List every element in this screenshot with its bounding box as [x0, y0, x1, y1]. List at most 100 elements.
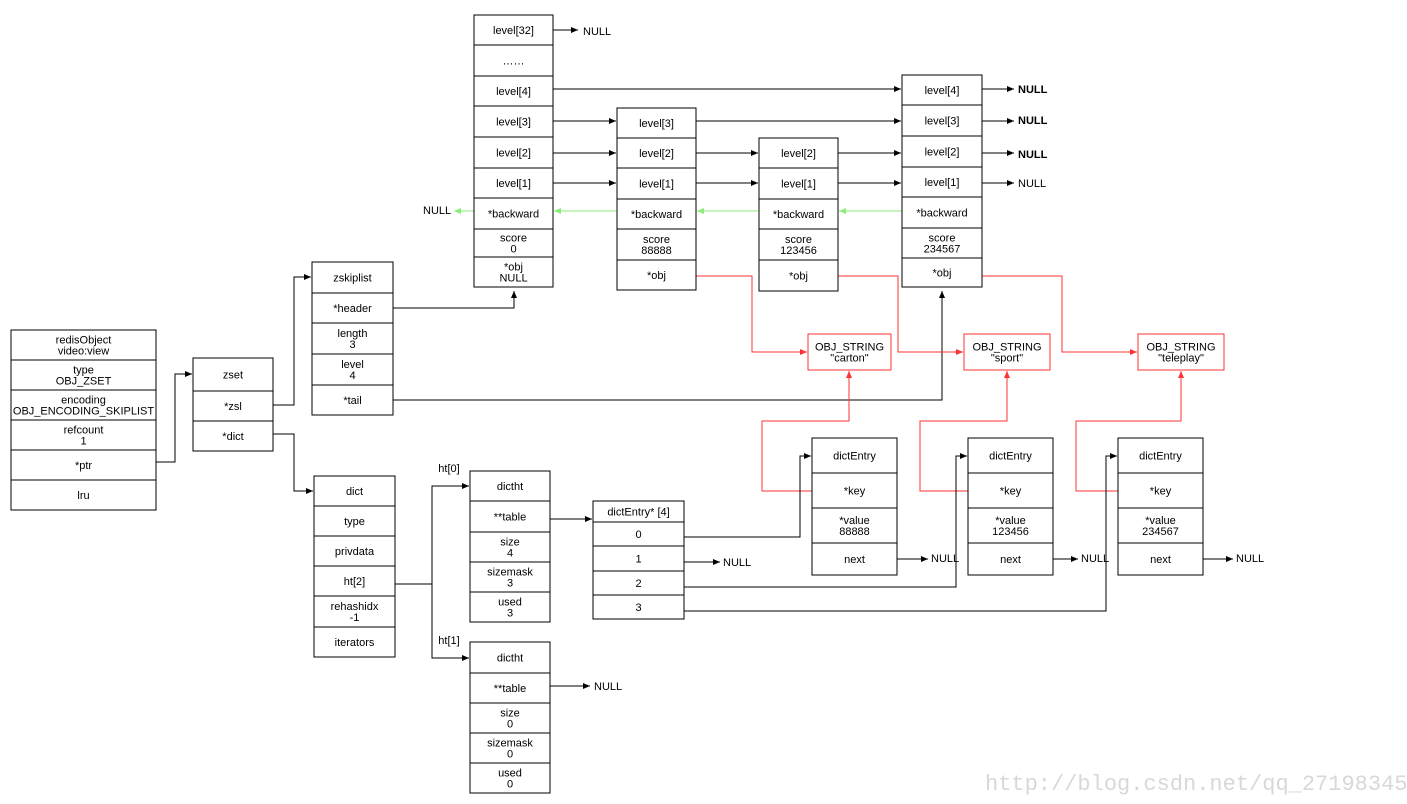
- skiplist-node-88888-cell-level-1: [616, 167, 697, 200]
- skiplist-node-123456-text-obj: *obj: [789, 271, 808, 283]
- null-entry2-next: NULL: [1081, 553, 1109, 565]
- skiplist-header-node-cell-level-1: [473, 167, 554, 199]
- dict-entry-88888-cell-key: [811, 472, 898, 509]
- zset-box-cell-dict: [192, 420, 274, 452]
- ht0-arrow: [395, 483, 469, 585]
- dict-table-box-text-dictentry-4: dictEntry* [4]: [607, 507, 669, 519]
- ht0-dictht-box-cell-used: [469, 591, 551, 623]
- node1-obj-arrow: [696, 275, 807, 355]
- zset-box-text-dict: *dict: [222, 431, 243, 443]
- skiplist-node-123456-text-level-1: level[1]: [781, 179, 816, 191]
- skiplist-header-node-cell-cell: [473, 44, 554, 77]
- dict-table-box-cell-3: [592, 594, 685, 620]
- dict-entry-123456-text-dictentry: dictEntry: [989, 451, 1032, 463]
- dict-box-cell-privdata: [313, 535, 396, 567]
- node3-obj-arrow: [982, 275, 1137, 355]
- ht0-dictht-box-text-table: **table: [494, 512, 526, 524]
- ht0-label: ht[0]: [438, 463, 459, 475]
- ht1-dictht-box-cell-used: [469, 762, 551, 794]
- skiplist-node-88888-cell-obj: [616, 259, 697, 291]
- ht1-dictht-box-cell-size: [469, 702, 551, 734]
- dict-entry-88888-text-key: *key: [844, 486, 866, 498]
- skiplist-node-88888-text-backward: *backward: [631, 209, 682, 221]
- skiplist-header-node-text-level-1: level[1]: [496, 178, 531, 190]
- null-level1: NULL: [1018, 178, 1046, 190]
- skiplist-node-234567-text-level-4: level[4]: [925, 85, 960, 97]
- skiplist-node-123456-text-level-2: level[2]: [781, 148, 816, 160]
- null-level2: NULL: [1018, 149, 1048, 161]
- connector-lines: [156, 27, 1233, 689]
- entry1-key-arrow: [761, 371, 852, 492]
- null-entry1-next: NULL: [931, 553, 959, 565]
- null-level32: NULL: [583, 26, 611, 38]
- skiplist-header-node-text-level-2: level[2]: [496, 148, 531, 160]
- skiplist-node-88888-text-level-2: level[2]: [639, 148, 674, 160]
- skiplist-header-node-cell-level-2: [473, 136, 554, 169]
- zset-box-text-zset: zset: [223, 370, 243, 382]
- watermark: http://blog.csdn.net/qq_27198345: [985, 772, 1407, 797]
- null-level3: NULL: [1018, 115, 1048, 127]
- skiplist-header-node-cell-level-32: [473, 14, 554, 46]
- skiplist-node-88888-text-obj: *obj: [647, 270, 666, 282]
- zset-box-cell-zsl: [192, 390, 274, 422]
- dict-entry-234567-text-next: next: [1150, 554, 1171, 566]
- dict-table-box-cell-1: [592, 545, 685, 572]
- skiplist-node-88888-cell-score: [616, 228, 697, 261]
- skiplist-header-node-cell-score: [473, 228, 554, 258]
- skiplist-node-234567-cell-level-1: [901, 166, 983, 198]
- zsl-to-zskiplist-arrow: [273, 274, 311, 406]
- dict-box-text-dict: dict: [346, 486, 363, 498]
- obj-string-carton: OBJ_STRING"carton": [807, 333, 892, 371]
- dict-entry-234567-text-key: *key: [1150, 486, 1172, 498]
- dict-table-box-text-0: 0: [635, 529, 641, 541]
- obj-string-teleplay: OBJ_STRING"teleplay": [1137, 333, 1225, 371]
- skiplist-node-123456-cell-level-2: [758, 137, 839, 169]
- skiplist-header-node: level[32]……level[4]level[3]level[2]level…: [473, 14, 554, 288]
- zskiplist-box-cell-header: [311, 292, 394, 324]
- dict-entry-123456-cell-next: [967, 542, 1054, 576]
- dict-box-text-iterators: iterators: [335, 637, 375, 649]
- dict-entry-88888-cell-value: [811, 507, 898, 544]
- ht0-dictht-box-cell-sizemask: [469, 561, 551, 593]
- skiplist-node-234567: level[4]level[3]level[2]level[1]*backwar…: [901, 74, 983, 288]
- skiplist-header-node-cell-obj: [473, 256, 554, 288]
- node2-obj-arrow: [838, 275, 963, 355]
- skiplist-header-node-text-cell: ……: [503, 56, 525, 68]
- skiplist-node-234567-cell-score: [901, 227, 983, 259]
- zset-box-cell-zset: [192, 357, 274, 392]
- obj-string-teleplay-cell-obj-string: [1137, 333, 1225, 371]
- dict-table-box-cell-2: [592, 570, 685, 596]
- ht0-dictht-box-cell-table: [469, 500, 551, 533]
- skiplist-node-123456-cell-obj: [758, 259, 839, 292]
- skiplist-node-234567-cell-level-2: [901, 135, 983, 168]
- skiplist-node-234567-text-obj: *obj: [933, 268, 952, 280]
- obj-string-teleplay-text-obj-string: OBJ_STRING"teleplay": [1146, 342, 1215, 365]
- zskiplist-box-cell-tail: [311, 384, 394, 416]
- zskiplist-box-text-tail: *tail: [343, 395, 361, 407]
- dict-entry-234567-cell-next: [1117, 542, 1204, 576]
- obj-string-carton-cell-obj-string: [807, 333, 892, 371]
- null-level4: NULL: [1018, 84, 1048, 96]
- null-bucket1: NULL: [723, 557, 751, 569]
- skiplist-node-123456-cell-level-1: [758, 167, 839, 200]
- skiplist-node-234567-cell-level-3: [901, 104, 983, 137]
- dict-entry-234567-cell-value: [1117, 507, 1204, 544]
